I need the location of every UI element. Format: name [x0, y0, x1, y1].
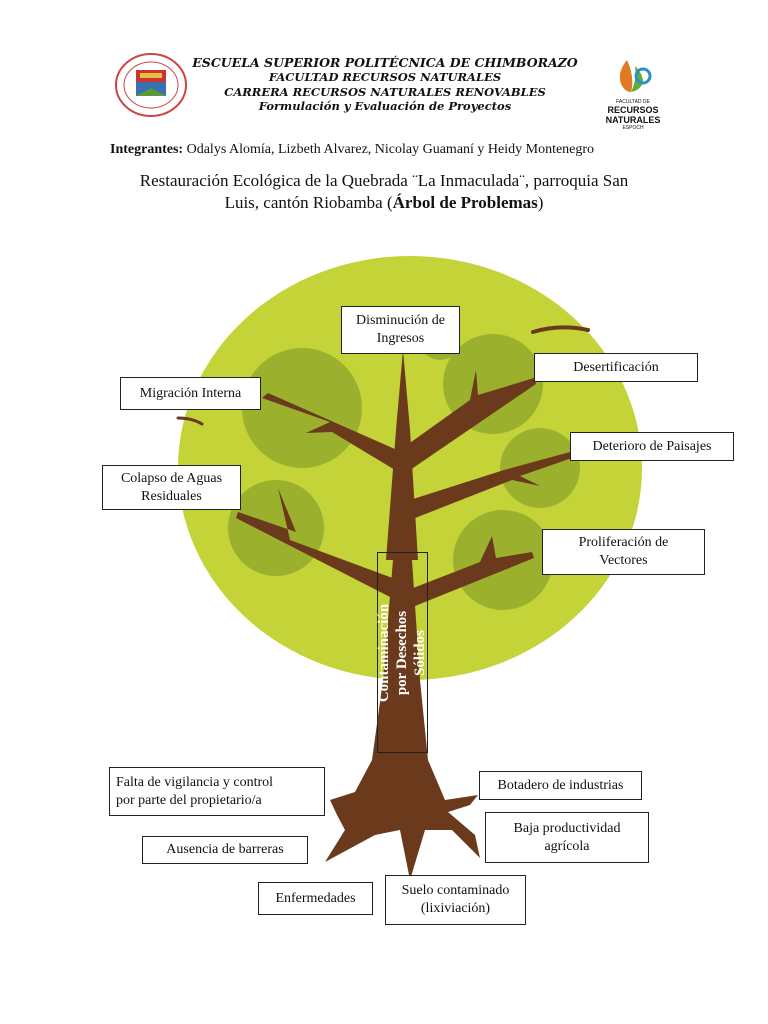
- central-problem-text: Contaminación por Desechos Sólidos: [376, 603, 429, 702]
- logo-espoch: [114, 52, 188, 118]
- canopy-mark: [176, 416, 204, 426]
- title-bold: Árbol de Problemas: [392, 193, 538, 212]
- logo-text-line3: ESPOCH: [622, 125, 644, 131]
- effect-disminucion-ingresos: Disminución de Ingresos: [341, 306, 460, 354]
- header-course: Formulación y Evaluación de Proyectos: [258, 99, 512, 113]
- page-title: Restauración Ecológica de la Quebrada ¨L…: [110, 170, 658, 214]
- members-line: Integrantes: Odalys Alomía, Lizbeth Alva…: [110, 142, 594, 158]
- header-faculty: FACULTAD RECURSOS NATURALES: [268, 70, 502, 84]
- central-problem: Contaminación por Desechos Sólidos: [376, 552, 429, 753]
- title-line1: Restauración Ecológica de la Quebrada ¨L…: [139, 171, 629, 190]
- effect-desertificacion: Desertificación: [534, 353, 698, 382]
- leaf-logo-icon: [619, 60, 652, 92]
- members-names: Odalys Alomía, Lizbeth Alvarez, Nicolay …: [186, 142, 595, 157]
- tree-trunk-and-branches: [236, 350, 572, 880]
- effect-deterioro-paisajes: Deterioro de Paisajes: [570, 432, 734, 461]
- members-label: Integrantes:: [110, 142, 184, 157]
- canopy-mark: [531, 325, 590, 334]
- logo-text-line1: FACULTAD DE: [616, 99, 650, 105]
- logo-recursos-naturales: FACULTAD DE RECURSOS NATURALES ESPOCH: [580, 58, 686, 131]
- cause-falta-vigilancia: Falta de vigilancia y control por parte …: [109, 767, 325, 816]
- title-line2: Luis, cantón Riobamba (Árbol de Problema…: [224, 193, 544, 212]
- cause-suelo-contaminado: Suelo contaminado (lixiviación): [385, 875, 526, 925]
- header-career: CARRERA RECURSOS NATURALES RENOVABLES: [224, 85, 546, 99]
- cause-baja-productividad: Baja productividad agrícola: [485, 812, 649, 863]
- leaf-cluster: [242, 348, 362, 468]
- header-institution: ESCUELA SUPERIOR POLITÉCNICA DE CHIMBORA…: [192, 55, 578, 70]
- cause-botadero-industrias: Botadero de industrias: [479, 771, 642, 800]
- effect-colapso-aguas: Colapso de Aguas Residuales: [102, 465, 241, 510]
- cause-enfermedades: Enfermedades: [258, 882, 373, 915]
- effect-proliferacion-vectores: Proliferación de Vectores: [542, 529, 705, 575]
- effect-migracion-interna: Migración Interna: [120, 377, 261, 410]
- cause-ausencia-barreras: Ausencia de barreras: [142, 836, 308, 864]
- logo-text-line2: RECURSOS NATURALES: [605, 105, 661, 125]
